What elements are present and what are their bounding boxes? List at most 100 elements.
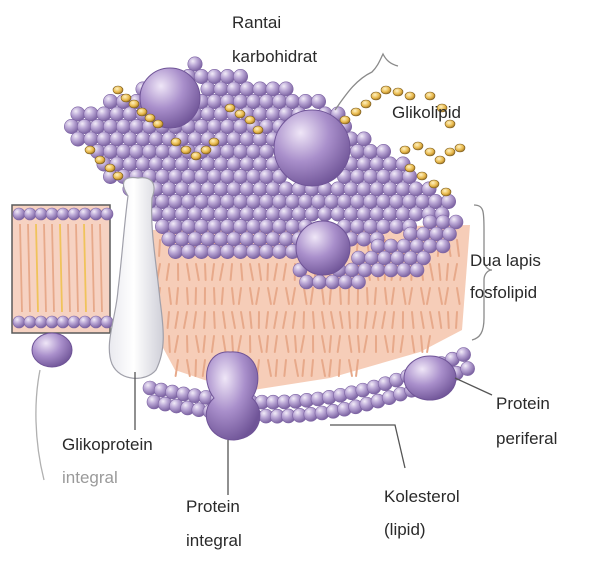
- phospholipid-head: [240, 207, 254, 221]
- phospholipid-head: [363, 144, 377, 158]
- carbohydrate-bead: [429, 180, 439, 188]
- inset-head: [101, 208, 113, 220]
- fatty-acid-tail: [187, 288, 188, 304]
- phospholipid-head: [214, 157, 228, 171]
- phospholipid-head: [129, 144, 143, 158]
- carbohydrate-bead: [201, 146, 211, 154]
- carbohydrate-bead: [235, 110, 245, 118]
- bilayer-bracket: [472, 205, 492, 340]
- inset-head: [35, 208, 47, 220]
- phospholipid-head: [409, 182, 423, 196]
- phospholipid-head: [246, 169, 260, 183]
- phospholipid-head: [175, 182, 189, 196]
- inset-head: [90, 208, 102, 220]
- label-dua-lapis: Dua lapis: [470, 250, 541, 272]
- phospholipid-head: [285, 94, 299, 108]
- phospholipid-head: [110, 132, 124, 146]
- phospholipid-head: [272, 244, 286, 258]
- phospholipid-head: [396, 207, 410, 221]
- carbohydrate-bead: [381, 86, 391, 94]
- phospholipid-head: [376, 169, 390, 183]
- label-rantai: Rantai: [232, 12, 281, 34]
- phospholipid-head: [311, 94, 325, 108]
- phospholipid-head: [214, 82, 228, 96]
- carbohydrate-bead: [129, 100, 139, 108]
- phospholipid-head: [370, 157, 384, 171]
- inset-head: [24, 208, 36, 220]
- phospholipid-head: [357, 232, 371, 246]
- carbohydrate-bead: [105, 164, 115, 172]
- carbohydrate-bead: [445, 148, 455, 156]
- phospholipid-head: [220, 219, 234, 233]
- phospholipid-head: [253, 82, 267, 96]
- phospholipid-head: [266, 207, 280, 221]
- phospholipid-head: [389, 194, 403, 208]
- inset-head: [79, 316, 91, 328]
- phospholipid-head: [155, 144, 169, 158]
- phospholipid-head: [227, 232, 241, 246]
- phospholipid-head: [331, 207, 345, 221]
- carbohydrate-bead: [393, 88, 403, 96]
- phospholipid-head: [253, 207, 267, 221]
- phospholipid-head: [363, 194, 377, 208]
- phospholipid-head: [181, 219, 195, 233]
- phospholipid-head: [220, 144, 234, 158]
- phospholipid-head: [188, 207, 202, 221]
- phospholipid-head: [397, 263, 411, 277]
- phospholipid-head: [227, 157, 241, 171]
- carbohydrate-bead: [405, 92, 415, 100]
- phospholipid-head: [233, 144, 247, 158]
- inset-head: [68, 316, 80, 328]
- fatty-acid-tail: [339, 360, 340, 376]
- phospholipid-head: [371, 263, 385, 277]
- fatty-acid-tail: [169, 336, 170, 352]
- phospholipid-head: [188, 232, 202, 246]
- phospholipid-head: [116, 119, 130, 133]
- carbohydrate-bead: [121, 94, 131, 102]
- phospholipid-head: [331, 182, 345, 196]
- inset-head: [13, 316, 25, 328]
- phospholipid-head: [201, 82, 215, 96]
- phospholipid-head: [142, 144, 156, 158]
- fatty-acid-tail: [367, 288, 368, 304]
- phospholipid-head: [175, 207, 189, 221]
- carbohydrate-bead: [191, 152, 201, 160]
- phospholipid-head: [259, 219, 273, 233]
- label-protein-integral-2: integral: [186, 530, 242, 552]
- phospholipid-head: [305, 207, 319, 221]
- integral-protein: [206, 352, 260, 440]
- phospholipid-head: [188, 182, 202, 196]
- phospholipid-head: [227, 82, 241, 96]
- phospholipid-head: [246, 94, 260, 108]
- phospholipid-head: [383, 182, 397, 196]
- phospholipid-head: [240, 182, 254, 196]
- phospholipid-head: [279, 207, 293, 221]
- fatty-acid-tail: [313, 312, 314, 328]
- phospholipid-head: [300, 275, 314, 289]
- phospholipid-head: [357, 157, 371, 171]
- phospholipid-head: [110, 107, 124, 121]
- phospholipid-head: [298, 94, 312, 108]
- phospholipid-head: [103, 144, 117, 158]
- embedded-protein: [296, 221, 350, 275]
- phospholipid-head: [149, 157, 163, 171]
- phospholipid-head: [389, 169, 403, 183]
- phospholipid-head: [350, 144, 364, 158]
- phospholipid-head: [279, 82, 293, 96]
- inset-head: [35, 316, 47, 328]
- glycoprotein-bracket: [36, 370, 44, 480]
- phospholipid-head: [201, 182, 215, 196]
- carbohydrate-bead: [253, 126, 263, 134]
- inset-head: [13, 208, 25, 220]
- fatty-acid-tail: [357, 312, 358, 328]
- phospholipid-head: [84, 132, 98, 146]
- label-glikolipid: Glikolipid: [392, 102, 461, 124]
- surface-protein-center: [274, 110, 350, 186]
- phospholipid-head: [188, 132, 202, 146]
- phospholipid-head: [162, 182, 176, 196]
- phospholipid-head: [441, 194, 455, 208]
- phospholipid-head: [324, 194, 338, 208]
- carbohydrate-bead: [417, 172, 427, 180]
- phospholipid-head: [259, 244, 273, 258]
- phospholipid-head: [162, 232, 176, 246]
